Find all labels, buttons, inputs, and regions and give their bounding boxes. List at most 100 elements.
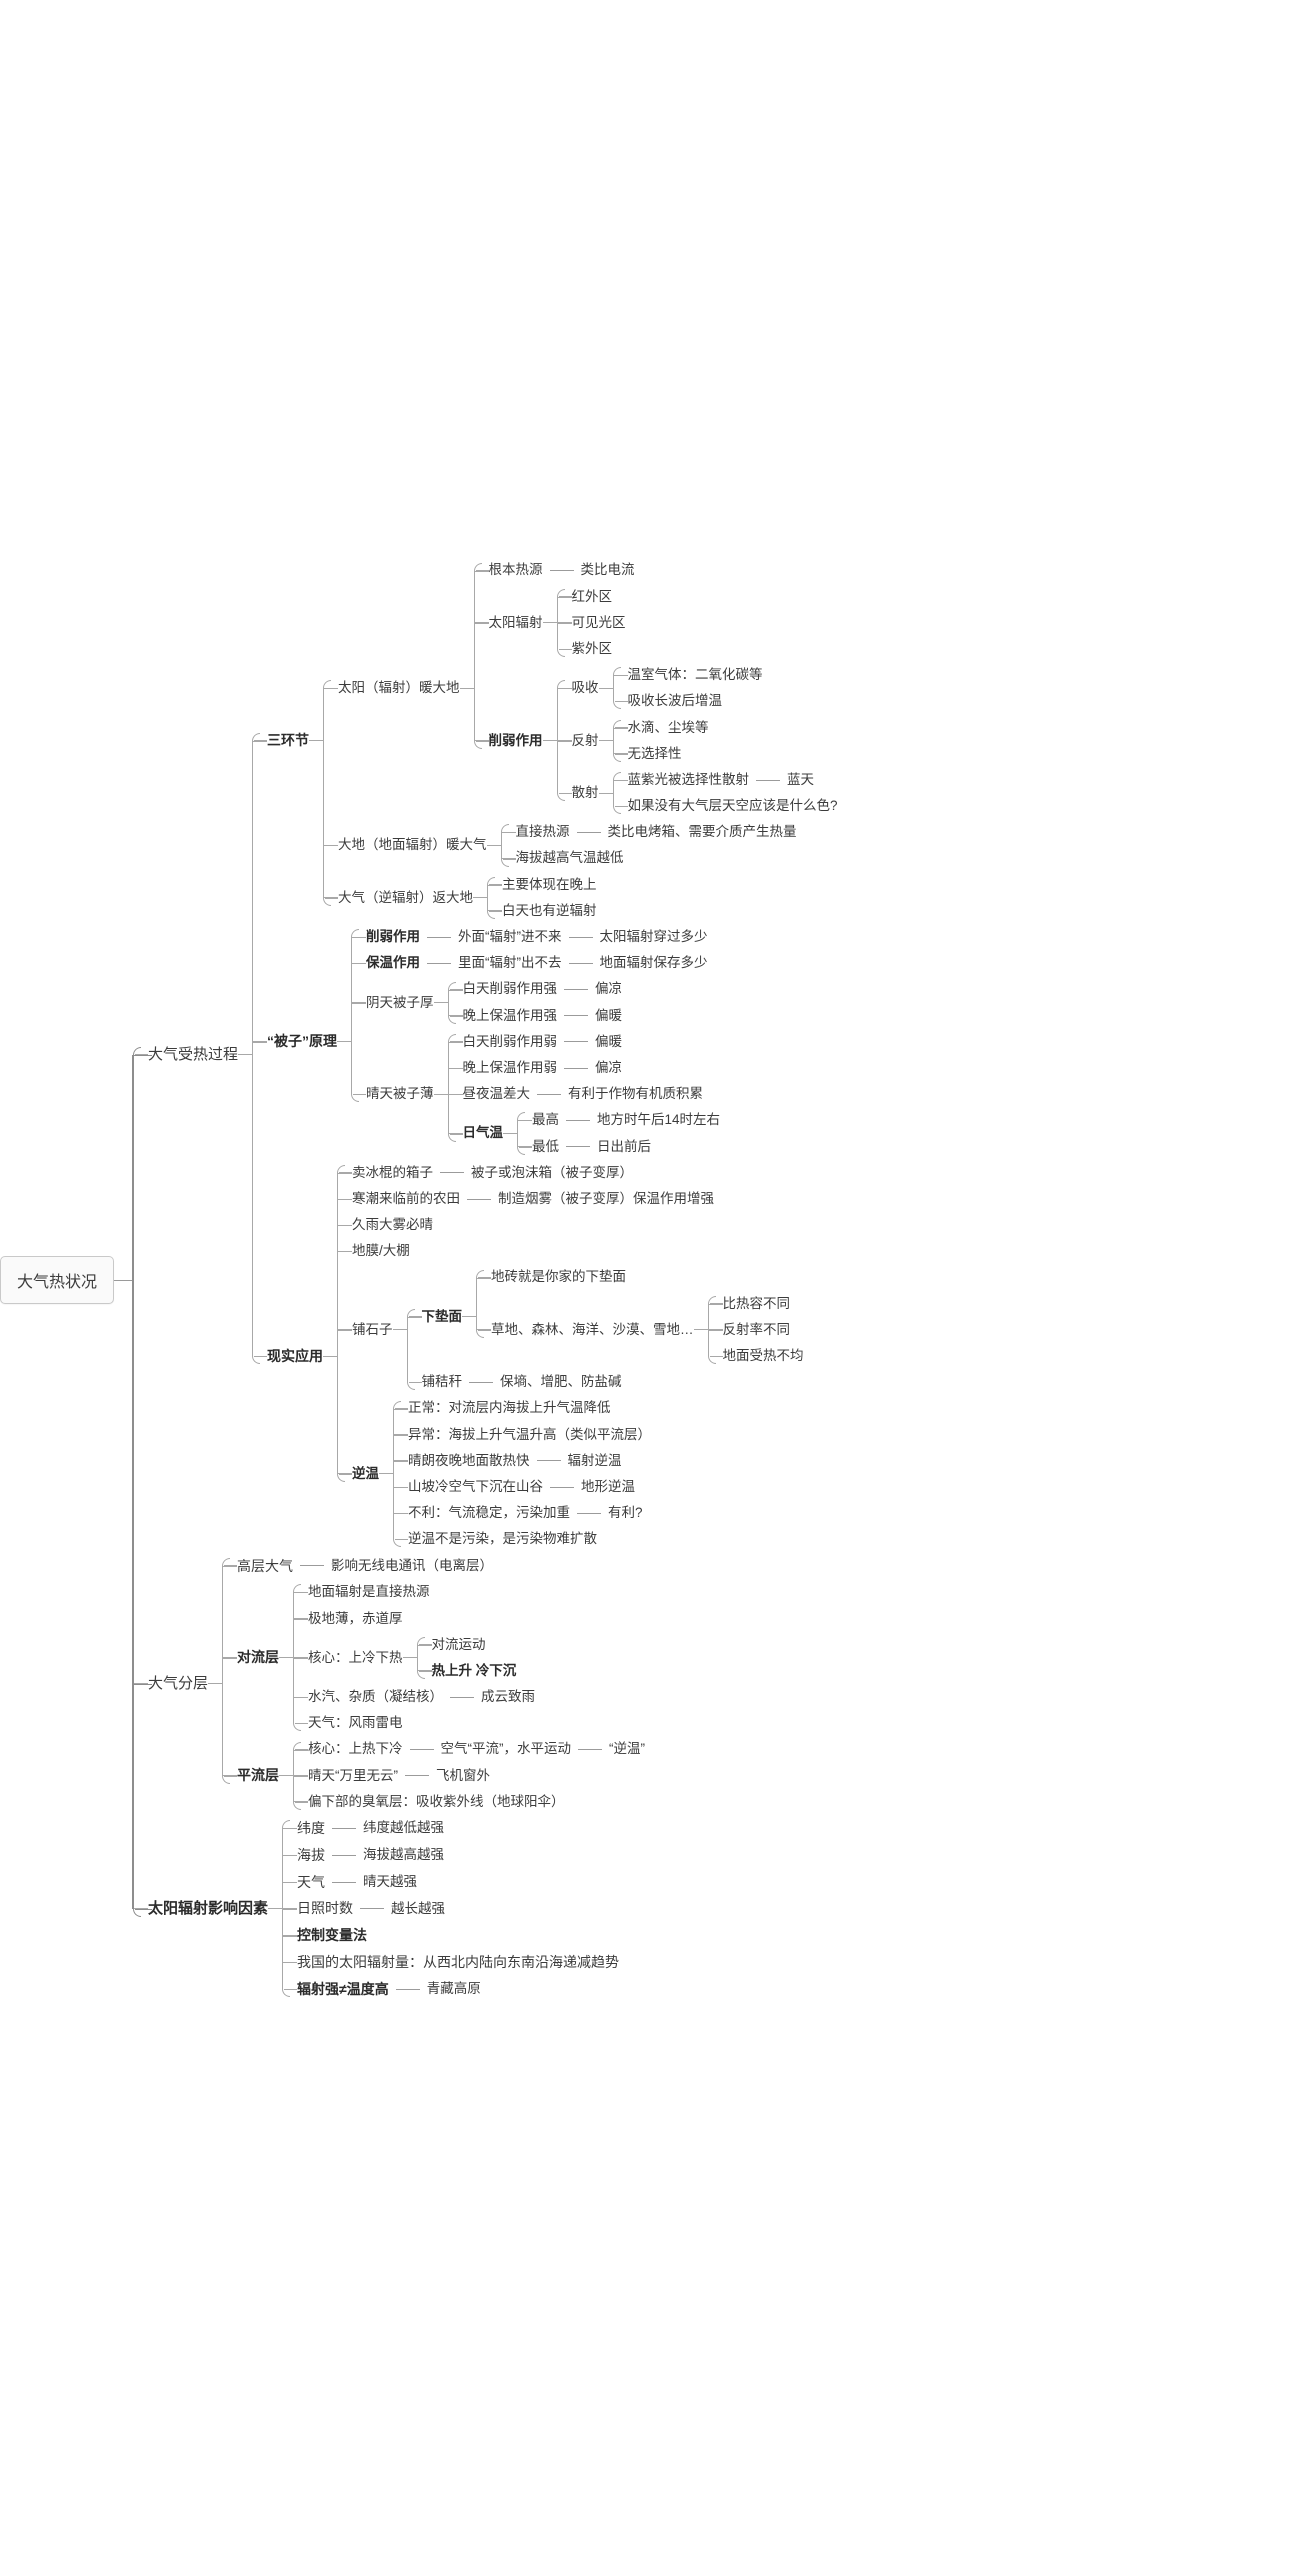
node-label[interactable]: 晴天“万里无云”	[308, 1767, 399, 1783]
node-label[interactable]: 红外区	[571, 588, 613, 604]
node-label[interactable]: 晚上保温作用强	[462, 1007, 558, 1023]
node-label[interactable]: 我国的太阳辐射量：从西北内陆向东南沿海递减趋势	[297, 1954, 620, 1970]
node-label[interactable]: 地面辐射是直接热源	[308, 1584, 430, 1600]
node-label[interactable]: 卖冰棍的箱子	[352, 1164, 434, 1180]
node-row: 高层大气 影响无线电通讯（电离层）	[223, 1553, 493, 1580]
node-label[interactable]: 海拔	[297, 1846, 326, 1863]
node-label[interactable]: 正常：对流层内海拔上升气温降低	[408, 1400, 611, 1416]
elbow-connector	[612, 667, 621, 676]
node-label[interactable]: 地面受热不均	[722, 1348, 804, 1364]
node-label[interactable]: 散射	[571, 785, 599, 800]
node-connector-stub	[223, 1657, 238, 1659]
node-label[interactable]: 晴朗夜晚地面散热快	[408, 1452, 530, 1468]
node-label[interactable]: 最高	[532, 1112, 560, 1128]
branch-connector-stub	[238, 1054, 253, 1056]
node-label[interactable]: 吸收	[571, 680, 599, 696]
node-label[interactable]: 寒潮来临前的农田	[352, 1190, 461, 1206]
node-label[interactable]: 可见光区	[571, 614, 626, 630]
node-label[interactable]: 天气	[297, 1873, 326, 1890]
node-label[interactable]: 海拔越高气温越低	[515, 850, 624, 866]
node-label[interactable]: 日照时数	[297, 1900, 354, 1917]
root-trunk-connector	[114, 1279, 133, 1281]
node-label[interactable]: 白天削弱作用弱	[462, 1033, 558, 1049]
elbow-connector	[323, 897, 332, 906]
node-label[interactable]: 对流层	[237, 1649, 280, 1666]
node-label[interactable]: 纬度	[297, 1820, 326, 1837]
node-label[interactable]: 晴天被子薄	[366, 1086, 434, 1102]
node-connector-stub	[294, 1696, 309, 1698]
node-label[interactable]: 如果没有大气层天空应该是什么色?	[627, 798, 838, 814]
node-label[interactable]: 反射率不同	[722, 1321, 791, 1337]
node-label[interactable]: 晚上保温作用弱	[462, 1059, 558, 1075]
node-label[interactable]: 白天削弱作用强	[462, 981, 558, 997]
inline-dash-connector	[566, 1119, 591, 1121]
node-label[interactable]: 水汽、杂质（凝结核）	[308, 1689, 444, 1705]
node-label[interactable]: 核心：上冷下热	[308, 1649, 403, 1665]
node-label[interactable]: 太阳辐射	[488, 614, 543, 630]
node-label[interactable]: 主要体现在晚上	[502, 876, 597, 892]
node-label[interactable]: 直接热源	[515, 824, 570, 840]
node-label[interactable]: 太阳辐射影响因素	[148, 1899, 269, 1917]
node-label[interactable]: 保温作用	[366, 955, 421, 971]
node-label[interactable]: 铺秸秆	[421, 1374, 463, 1390]
node-label[interactable]: 削弱作用	[488, 732, 543, 748]
node-label[interactable]: 下垫面	[421, 1308, 463, 1324]
node-label[interactable]: 无选择性	[627, 745, 682, 761]
node-children: 地面辐射是直接热源极地薄，赤道厚核心：上冷下热 对流运动热上升 冷下沉水汽、杂质（…	[293, 1579, 535, 1737]
node-label[interactable]: 削弱作用	[366, 929, 421, 945]
node-label[interactable]: 地砖就是你家的下垫面	[491, 1269, 627, 1285]
node-inline-text: 保墒、增肥、防盐碱	[500, 1374, 622, 1390]
node-inline-text: 影响无线电通讯（电离层）	[331, 1557, 494, 1573]
node-label[interactable]: 反射	[571, 732, 599, 748]
node-label[interactable]: 山坡冷空气下沉在山谷	[408, 1478, 544, 1494]
node-label[interactable]: 热上升 冷下沉	[431, 1662, 517, 1678]
mindmap-node: 最高地方时午后14时左右	[517, 1107, 720, 1133]
node-label[interactable]: 昼夜温差大	[462, 1086, 531, 1102]
node-row: 核心：上冷下热	[294, 1645, 403, 1671]
node-label[interactable]: 对流运动	[431, 1636, 486, 1652]
node-label[interactable]: 大气（逆辐射）返大地	[338, 889, 474, 905]
node-label[interactable]: 天气：风雨雷电	[308, 1715, 403, 1731]
node-label[interactable]: 不利：气流稳定，污染加重	[408, 1505, 571, 1521]
node-label[interactable]: 比热容不同	[722, 1295, 791, 1311]
node-label[interactable]: 辐射强≠温度高	[297, 1980, 389, 1997]
node-label[interactable]: 现实应用	[267, 1347, 324, 1364]
mindmap-node: 热上升 冷下沉	[416, 1658, 517, 1685]
mindmap-node: 水汽、杂质（凝结核）成云致雨	[294, 1684, 535, 1710]
node-label[interactable]: 阴天被子厚	[366, 994, 434, 1010]
mindmap-node: 海拔海拔越高越强	[283, 1842, 619, 1869]
node-label[interactable]: 平流层	[237, 1767, 280, 1784]
node-label[interactable]: 根本热源	[488, 562, 543, 578]
node-label[interactable]: 日气温	[462, 1125, 504, 1141]
node-label[interactable]: 逆温	[352, 1465, 380, 1481]
node-label[interactable]: 高层大气	[237, 1557, 294, 1574]
mindmap-node: 根本热源类比电流	[473, 557, 838, 583]
node-label[interactable]: 白天也有逆辐射	[502, 902, 597, 918]
node-label[interactable]: 大气分层	[148, 1674, 209, 1692]
node-label[interactable]: 久雨大雾必晴	[352, 1217, 434, 1233]
node-label[interactable]: 三环节	[267, 732, 310, 749]
node-label[interactable]: 偏下部的臭氧层：吸收紫外线（地球阳伞）	[308, 1793, 565, 1809]
node-label[interactable]: 大地（地面辐射）暖大气	[338, 837, 487, 853]
node-label[interactable]: 水滴、尘埃等	[627, 719, 709, 735]
node-label[interactable]: 核心：上热下冷	[308, 1741, 403, 1757]
root-node[interactable]: 大气热状况	[0, 1256, 115, 1304]
node-label[interactable]: 吸收长波后增温	[627, 693, 723, 709]
node-label[interactable]: 紫外区	[571, 640, 613, 656]
node-label[interactable]: 异常：海拔上升气温升高（类似平流层）	[408, 1426, 652, 1442]
node-label[interactable]: “被子”原理	[267, 1033, 338, 1050]
node-label[interactable]: 极地薄，赤道厚	[308, 1610, 403, 1626]
spine-cap-top	[351, 924, 354, 938]
node-label[interactable]: 大气受热过程	[148, 1045, 239, 1063]
node-label[interactable]: 温室气体：二氧化碳等	[627, 667, 763, 683]
node-inline-text: 偏凉	[595, 1059, 623, 1075]
node-label[interactable]: 地膜/大棚	[352, 1243, 410, 1259]
node-label[interactable]: 控制变量法	[297, 1927, 368, 1944]
node-label[interactable]: 逆温不是污染，是污染物难扩散	[408, 1531, 598, 1547]
node-label[interactable]: 太阳（辐射）暖大地	[338, 680, 460, 696]
node-children: 太阳（辐射）暖大地 根本热源类比电流太阳辐射 红外区可见光区紫外区削弱作用 吸收 温室气…	[323, 557, 838, 925]
node-label[interactable]: 最低	[532, 1138, 560, 1154]
node-label[interactable]: 草地、森林、海洋、沙漠、雪地…	[491, 1321, 694, 1337]
node-label[interactable]: 铺石子	[352, 1321, 393, 1337]
node-label[interactable]: 蓝紫光被选择性散射	[627, 771, 750, 787]
